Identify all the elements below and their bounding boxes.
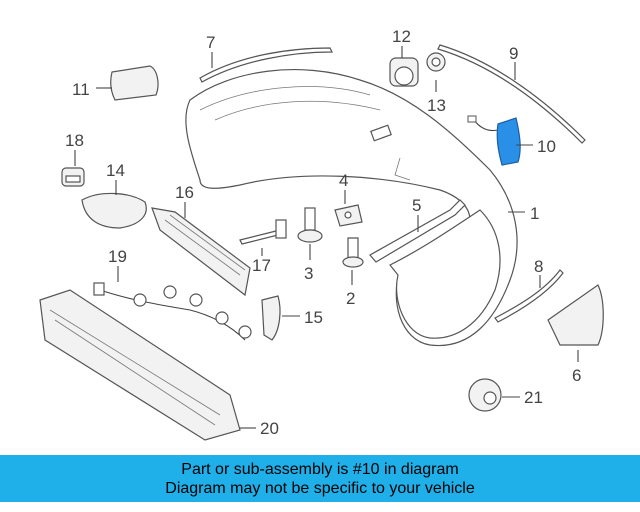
callout-leaders [74,46,579,429]
callout-5: 5 [412,196,421,215]
callout-19: 19 [108,247,127,266]
callout-18: 18 [65,131,84,150]
part-21-sensor-holder [468,378,502,412]
callout-15: 15 [304,308,323,327]
callout-16: 16 [175,183,194,202]
callout-1: 1 [530,204,539,223]
banner-line-part: Part or sub-assembly is #10 in diagram [181,460,459,478]
parts-diagram: 1 2 3 4 5 6 7 8 9 10 11 12 13 14 15 16 1… [39,27,604,441]
part-15-bracket [261,295,281,341]
callout-10: 10 [537,137,556,156]
part-19-wiring-harness [93,282,252,341]
banner-line-disclaimer: Diagram may not be specific to your vehi… [165,479,475,497]
callout-9: 9 [509,44,518,63]
callout-8: 8 [534,257,543,276]
part-18-clip [61,167,85,187]
part-8-side-trim [494,269,564,323]
callout-labels: 1 2 3 4 5 6 7 8 9 10 11 12 13 14 15 16 1… [65,27,581,438]
part-17-rod-head [275,219,287,239]
part-13-grommet [426,52,446,72]
callout-14: 14 [106,161,125,180]
part-1-bumper-cover [185,68,518,347]
part-7-trim-strip [199,47,333,83]
callout-12: 12 [392,27,411,46]
callout-11: 11 [72,80,90,99]
callout-7: 7 [206,33,215,52]
callout-4: 4 [339,171,348,190]
callout-17: 17 [252,256,271,275]
part-12-sensor [389,57,419,87]
callout-2: 2 [346,289,355,308]
part-2-screw [342,237,364,268]
part-14-bracket [81,192,147,229]
part-11-reflector [110,65,159,101]
part-4-clip-nut [334,204,363,227]
part-3-screw [297,207,323,243]
part-6-side-panel [547,284,604,346]
info-banner: Part or sub-assembly is #10 in diagram D… [0,455,640,502]
callout-20: 20 [260,419,279,438]
part-10-bracket-highlighted [467,115,521,166]
part-16-absorber [151,207,251,297]
callout-3: 3 [304,264,313,283]
callout-21: 21 [524,388,543,407]
callout-13: 13 [427,96,446,115]
part-20-reinforcement-bar [39,289,241,441]
part-9-molding-strip [437,44,586,144]
callout-6: 6 [572,366,581,385]
